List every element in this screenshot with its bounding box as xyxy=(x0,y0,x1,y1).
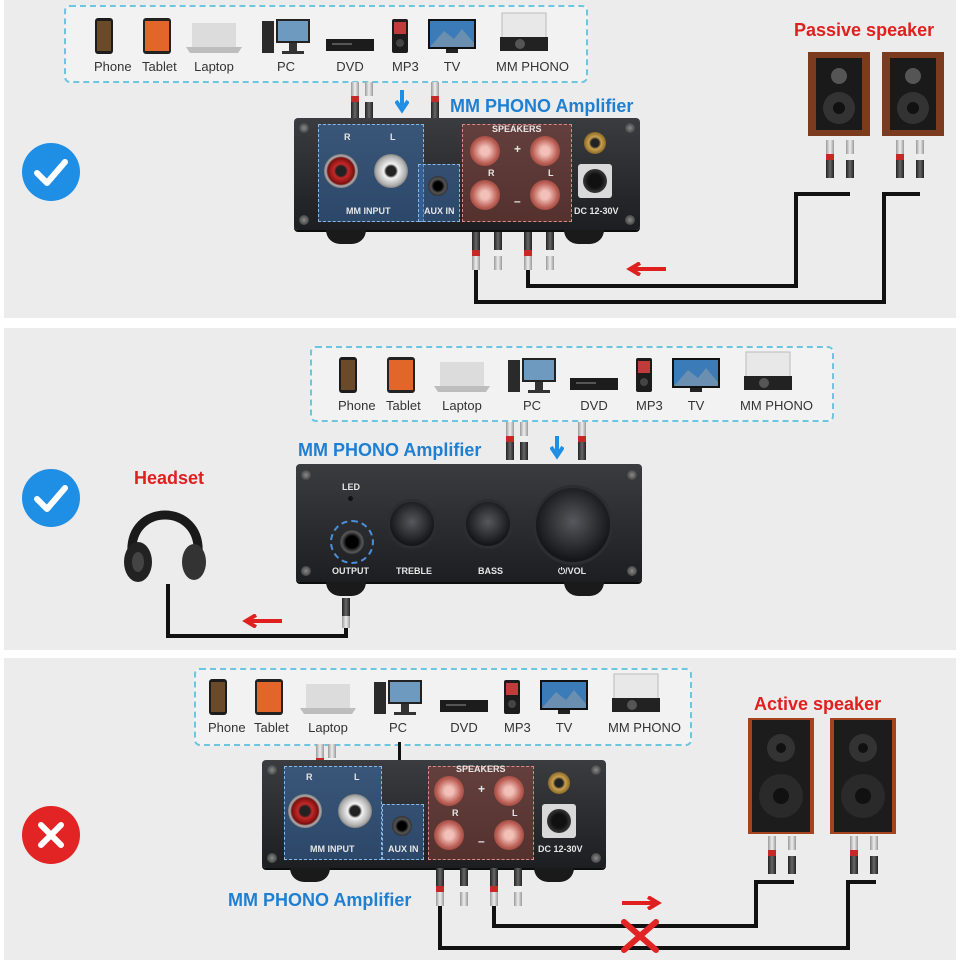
turntable-icon xyxy=(496,11,569,55)
speaker-icon xyxy=(830,718,896,834)
device-mm-phono: MM PHONO xyxy=(496,11,569,74)
speaker-icon xyxy=(748,718,814,834)
output-label-1: Passive speaker xyxy=(794,20,935,40)
device-tablet: Tablet xyxy=(142,17,177,74)
section-headset: Phone Tablet Laptop PC DVD MP3 TV MM PH xyxy=(4,328,956,650)
speaker-icon xyxy=(882,52,944,136)
amp-label-2: MM PHONO Amplifier xyxy=(298,440,482,460)
amplifier-front-panel: LED OUTPUT TREBLE BASS ⏻/VOL xyxy=(296,464,642,582)
device-phone: Phone xyxy=(94,17,132,74)
check-badge-icon xyxy=(22,469,80,527)
volume-knob[interactable] xyxy=(536,488,610,562)
rca-plug-l xyxy=(365,82,373,120)
tv-icon xyxy=(672,356,720,394)
pc-icon xyxy=(262,17,310,55)
output-label-2: Headset xyxy=(134,468,205,488)
pc-icon xyxy=(508,356,556,394)
led-label: LED xyxy=(342,482,360,492)
amplifier-back-panel-3: R L MM INPUT AUX IN SPEAKERS + – R L DC … xyxy=(262,760,606,868)
rca-jack-l[interactable] xyxy=(374,154,408,188)
speaker-post-l-minus[interactable] xyxy=(530,180,560,210)
amp-label-3: MM PHONO Amplifier xyxy=(228,890,412,910)
device-dvd: DVD xyxy=(326,17,374,74)
tv-icon xyxy=(428,17,476,55)
source-devices-box: Phone Tablet Laptop PC DVD MP3 TV MM PH xyxy=(64,5,588,83)
device-laptop: Laptop xyxy=(186,17,242,74)
output-label-3: Active speaker xyxy=(754,694,882,714)
tablet-icon xyxy=(254,678,289,716)
pc-icon xyxy=(374,678,422,716)
mp3-icon xyxy=(636,356,663,394)
turntable-icon xyxy=(608,672,681,716)
tablet-icon xyxy=(386,356,421,394)
aux-in-jack[interactable] xyxy=(428,176,448,196)
device-mp3: MP3 xyxy=(392,17,419,74)
device-pc: PC xyxy=(262,17,310,74)
speaker-post-l-plus[interactable] xyxy=(530,136,560,166)
device-tv: TV xyxy=(428,17,476,74)
source-devices-box: Phone Tablet Laptop PC DVD MP3 TV MM PH xyxy=(194,668,692,746)
arrow-icon xyxy=(626,262,666,276)
phone-icon xyxy=(338,356,376,394)
headphone-icon xyxy=(120,492,210,592)
arrow-icon xyxy=(242,614,282,628)
dvd-icon xyxy=(570,356,618,394)
cross-mark-icon xyxy=(621,919,659,953)
power-port[interactable] xyxy=(584,132,606,154)
section-passive-speaker: Phone Tablet Laptop PC DVD MP3 TV MM PH xyxy=(4,0,956,318)
mp3-icon xyxy=(504,678,531,716)
laptop-icon xyxy=(186,17,242,55)
rca-plug-phono xyxy=(431,82,439,120)
laptop-icon xyxy=(300,678,356,716)
phone-icon xyxy=(94,17,132,55)
dvd-icon xyxy=(440,678,488,716)
arrow-icon xyxy=(550,436,564,460)
section-active-speaker: Phone Tablet Laptop PC DVD MP3 TV MM PH xyxy=(4,658,956,960)
speaker-post-r-minus[interactable] xyxy=(470,180,500,210)
tv-icon xyxy=(540,678,588,716)
rca-jack-r[interactable] xyxy=(324,154,358,188)
turntable-icon xyxy=(740,350,813,394)
phone-icon xyxy=(208,678,246,716)
source-devices-box: Phone Tablet Laptop PC DVD MP3 TV MM PH xyxy=(310,346,834,422)
mp3-icon xyxy=(392,17,419,55)
dc-jack[interactable] xyxy=(578,164,612,198)
aux-in-jack[interactable] xyxy=(392,816,412,836)
laptop-icon xyxy=(434,356,490,394)
cross-badge-icon xyxy=(22,806,80,864)
led-indicator xyxy=(348,496,353,501)
treble-knob[interactable] xyxy=(390,502,434,546)
speaker-icon xyxy=(808,52,870,136)
check-badge-icon xyxy=(22,143,80,201)
rca-jack-l[interactable] xyxy=(338,794,372,828)
rca-jack-r[interactable] xyxy=(288,794,322,828)
dvd-icon xyxy=(326,17,374,55)
output-jack[interactable] xyxy=(340,530,364,554)
amp-label-1: MM PHONO Amplifier xyxy=(450,96,634,116)
amplifier-back-panel-1: R L MM INPUT AUX IN SPEAKERS + – R L DC … xyxy=(294,118,640,230)
speaker-post-r-plus[interactable] xyxy=(470,136,500,166)
rca-plug-r xyxy=(351,82,359,120)
output-jack-highlight xyxy=(330,520,374,564)
bass-knob[interactable] xyxy=(466,502,510,546)
arrow-icon xyxy=(622,896,662,910)
tablet-icon xyxy=(142,17,177,55)
arrow-icon xyxy=(395,90,409,114)
